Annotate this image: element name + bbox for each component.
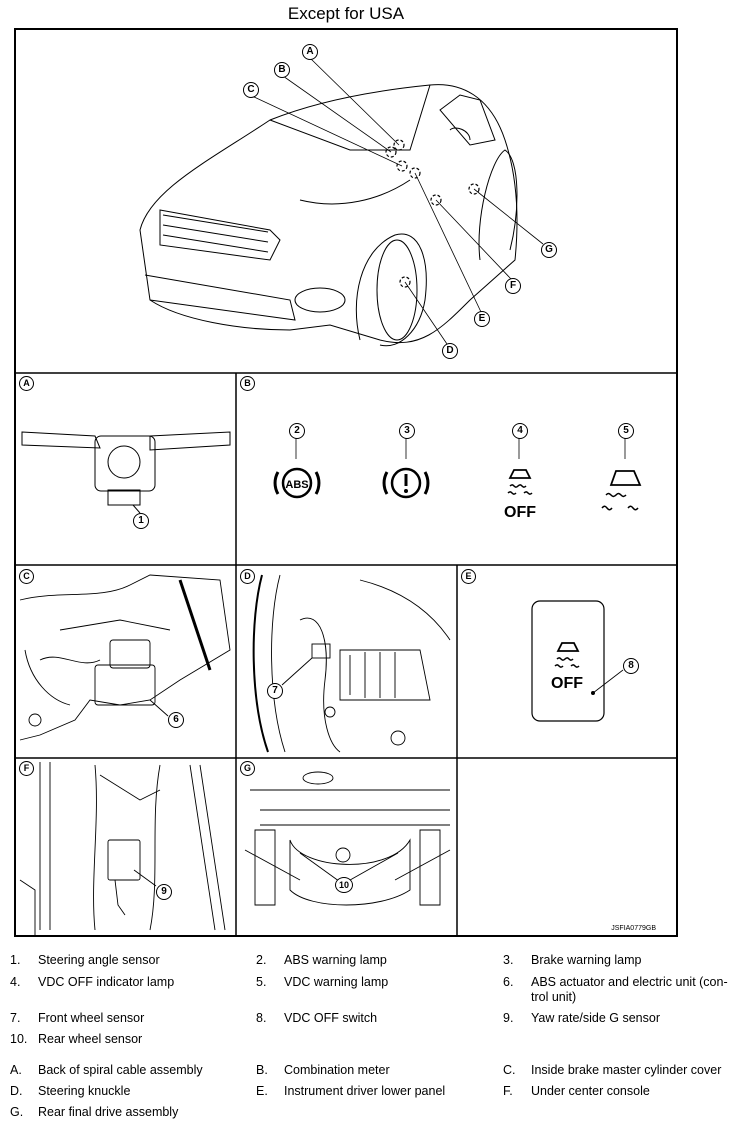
legend-item: 5.VDC warning lamp [256,975,389,989]
legend-item: 8.VDC OFF switch [256,1011,378,1025]
legend-item: 1.Steering angle sensor [10,953,160,967]
diagram-svg: ABS OFF OFF [15,57,677,936]
callout-8: 8 [623,658,639,674]
legend-item: 10.Rear wheel sensor [10,1032,143,1046]
callout-1: 1 [133,513,149,529]
panel-label-d: D [240,569,255,584]
legend-item: 3.Brake warning lamp [503,953,642,967]
legend-item: G.Rear final drive assembly [10,1105,179,1119]
legend-item: B.Combination meter [256,1063,390,1077]
panel-label-a: A [19,376,34,391]
diagram-code: JSFIA0779GB [611,925,656,932]
abs-actuator-drawing [19,574,231,741]
panel-label-c: C [19,569,34,584]
legend-item: 2.ABS warning lamp [256,953,387,967]
callout-3: 3 [399,423,415,439]
callout-9: 9 [156,884,172,900]
diagram-frame [14,28,678,937]
callout-c: C [243,82,259,98]
car-illustration [139,84,518,347]
steering-knuckle-drawing [252,574,451,753]
legend-item: F.Under center console [503,1084,650,1098]
callout-b: B [274,62,290,78]
legend-item: 6.ABS actuator and electric unit (con-tr… [503,975,728,1004]
vdc-off-switch-text: OFF [551,675,583,692]
callout-4: 4 [512,423,528,439]
page-title: Except for USA [287,4,405,23]
legend-item: A.Back of spiral cable assembly [10,1063,203,1077]
legend-item: D.Steering knuckle [10,1084,131,1098]
vdc-off-lamp-text: OFF [504,504,536,521]
panel-label-e: E [461,569,476,584]
callout-6: 6 [168,712,184,728]
callout-7: 7 [267,683,283,699]
abs-lamp-text: ABS [285,479,308,491]
callout-2: 2 [289,423,305,439]
panel-label-f: F [19,761,34,776]
callout-f: F [505,278,521,294]
legend-item: E.Instrument driver lower panel [256,1084,446,1098]
callout-d: D [442,343,458,359]
callout-5: 5 [618,423,634,439]
legend-item: 9.Yaw rate/side G sensor [503,1011,660,1025]
panel-label-g: G [240,761,255,776]
yaw-rate-sensor-drawing [19,762,226,935]
legend-item: 7.Front wheel sensor [10,1011,145,1025]
legend-item: C.Inside brake master cylinder cover [503,1063,722,1077]
callout-10: 10 [335,877,353,893]
vdc-off-switch-drawing [531,600,624,722]
rear-final-drive-drawing [244,771,451,906]
panel-label-b: B [240,376,255,391]
callout-g: G [541,242,557,258]
callout-e: E [474,311,490,327]
spiral-cable-drawing [21,431,231,514]
callout-a: A [302,44,318,60]
legend-item: 4.VDC OFF indicator lamp [10,975,175,989]
